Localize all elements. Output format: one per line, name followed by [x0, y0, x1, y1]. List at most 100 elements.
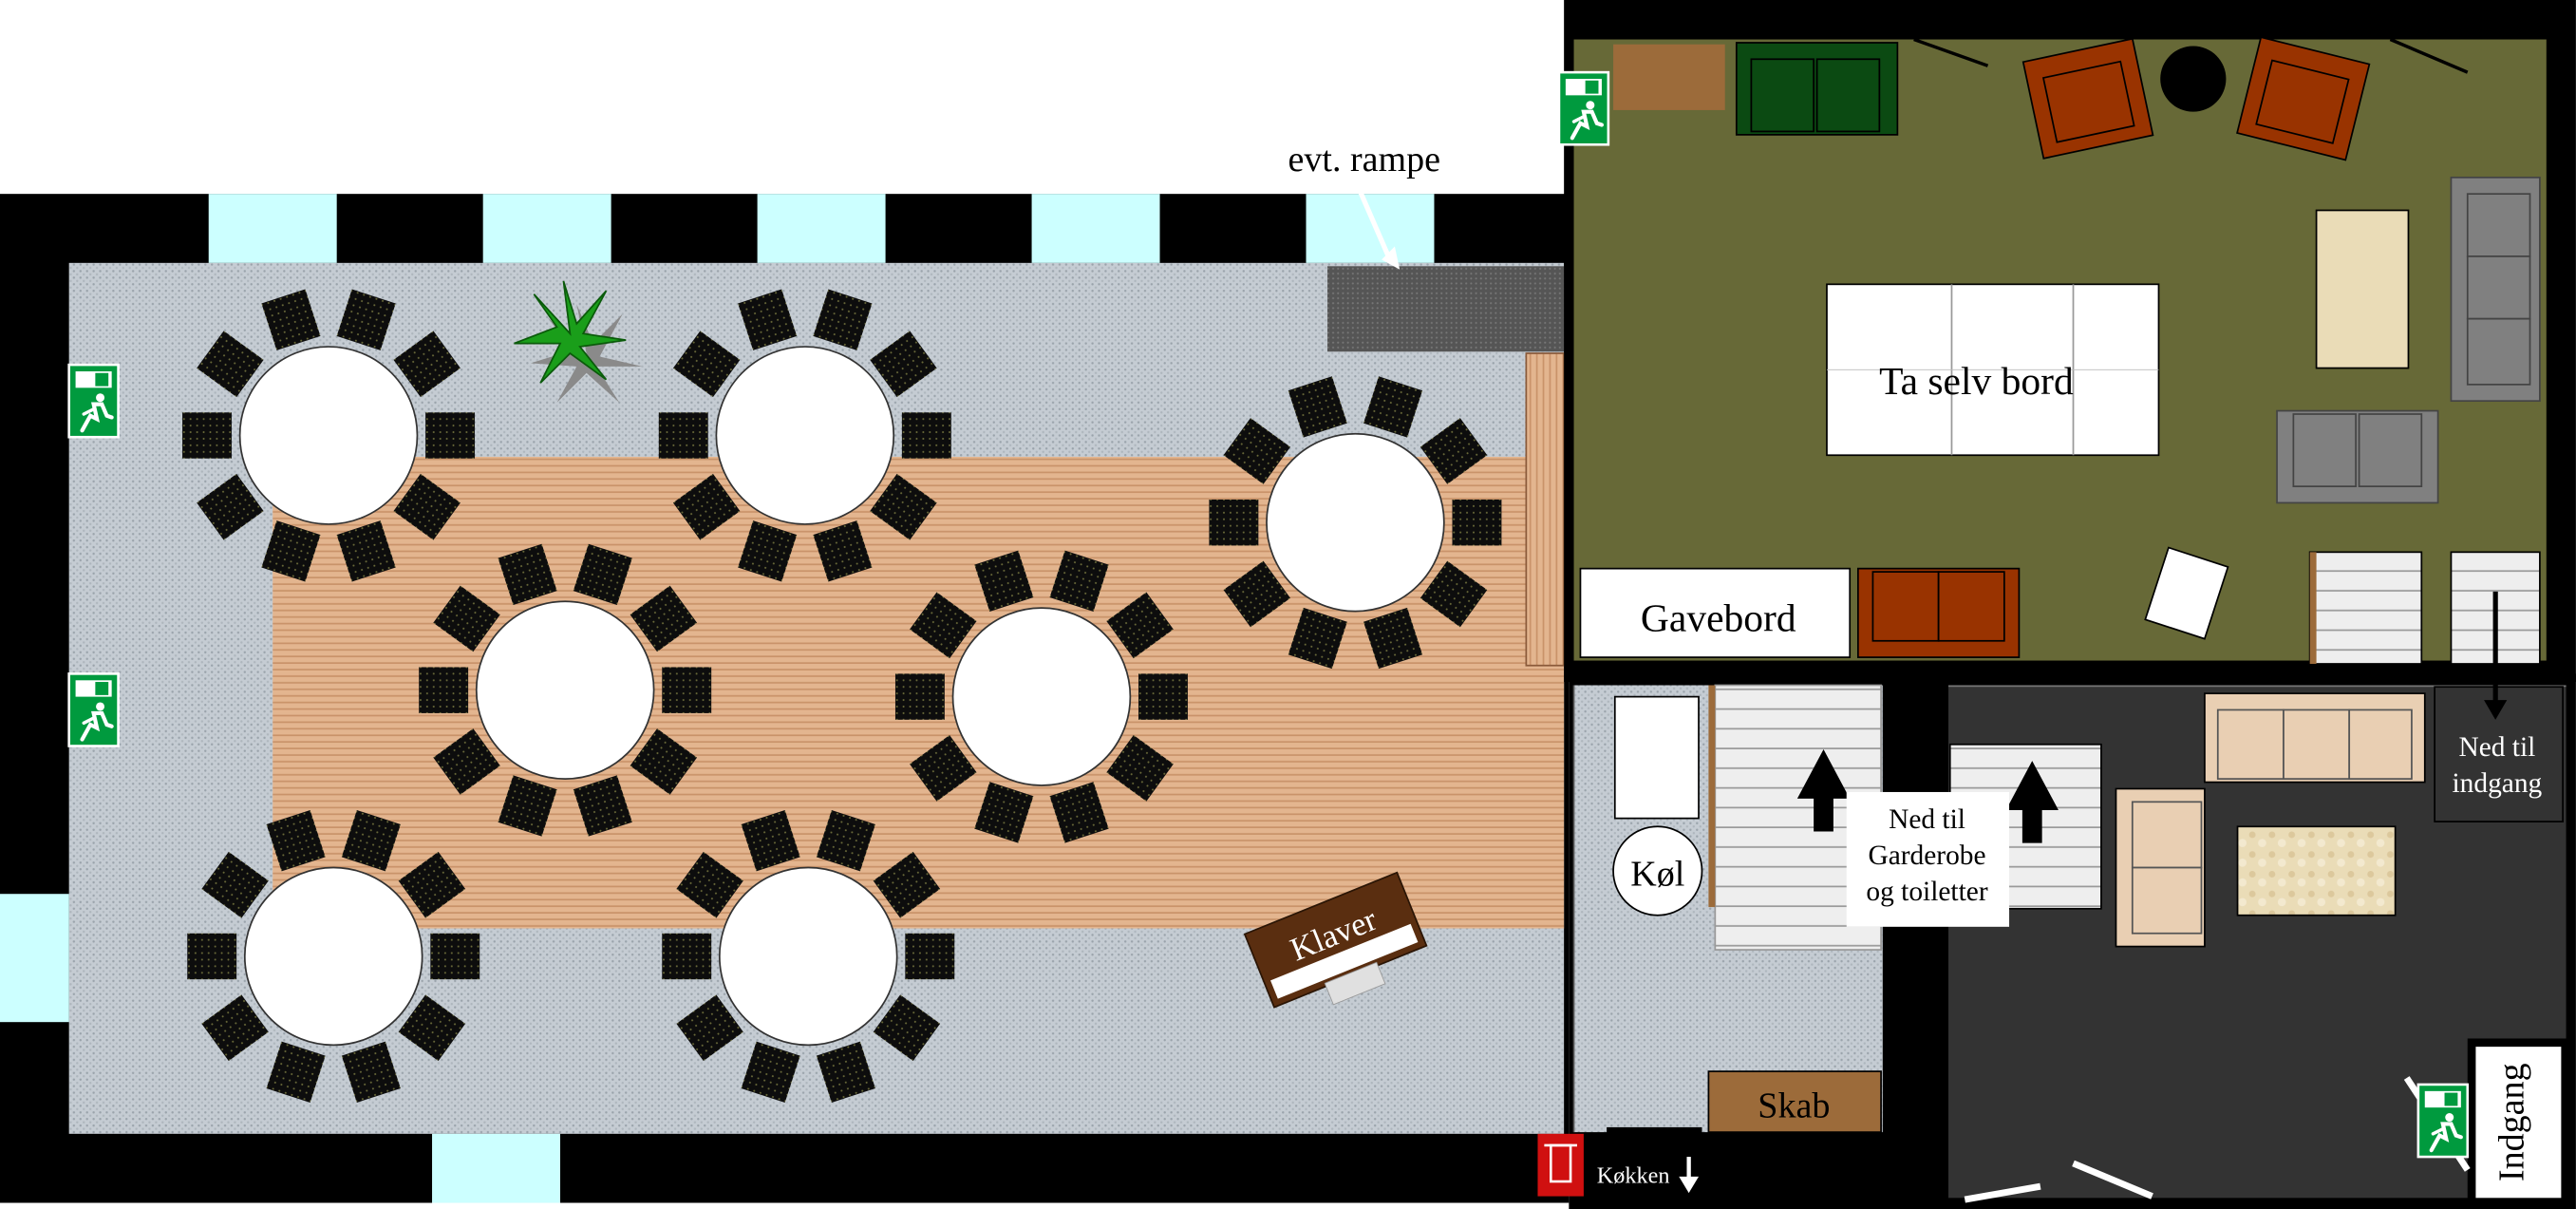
- armchair-left: [2021, 37, 2154, 160]
- round-tables: [182, 289, 1502, 1103]
- chair: [398, 994, 466, 1062]
- entrance-down-sign: Ned til indgang: [2434, 591, 2564, 822]
- corridor: Køl Skab: [1569, 673, 1947, 1209]
- chair: [573, 543, 632, 606]
- chair: [910, 592, 977, 659]
- chair: [813, 520, 873, 582]
- table-top: [1266, 432, 1445, 613]
- chair: [1209, 499, 1259, 546]
- chair: [1452, 499, 1502, 546]
- fire-extinguisher-icon: [1537, 1133, 1584, 1197]
- chair: [630, 728, 698, 795]
- chair: [187, 933, 237, 980]
- chair: [1363, 376, 1423, 438]
- arrow-icon: [2484, 700, 2508, 720]
- chair: [1420, 560, 1488, 628]
- chair: [261, 289, 321, 350]
- chair: [658, 412, 708, 459]
- chair: [676, 851, 743, 918]
- chair: [197, 331, 264, 398]
- chair: [816, 810, 875, 872]
- entrance-label: Indgang: [2492, 1063, 2532, 1181]
- chair: [672, 331, 741, 398]
- chair: [873, 851, 941, 918]
- chair: [336, 520, 396, 582]
- chair: [894, 673, 945, 720]
- chair: [1420, 418, 1488, 484]
- chair: [182, 412, 232, 459]
- table-top: [718, 866, 898, 1047]
- chair: [433, 728, 500, 795]
- arrow-icon: [1679, 1157, 1700, 1194]
- lounge: Ta selv bord Gavebord: [1564, 0, 2576, 683]
- chair: [1288, 376, 1347, 438]
- chair: [1288, 607, 1347, 670]
- cloak-label-line1: Ned til: [1889, 804, 1965, 835]
- chair: [433, 585, 500, 652]
- arrow-icon: [1796, 748, 1851, 832]
- entrance-down-label-line1: Ned til: [2458, 732, 2535, 763]
- chair: [741, 810, 800, 872]
- emergency-exit-icon: [1557, 70, 1610, 146]
- chair: [974, 550, 1034, 612]
- chair: [393, 331, 461, 398]
- chair: [1049, 550, 1109, 612]
- table-top: [475, 600, 655, 780]
- chair: [197, 473, 264, 540]
- ramp-label: evt. rampe: [1288, 140, 1440, 179]
- chair: [341, 1041, 401, 1103]
- piano: Klaver: [1243, 871, 1428, 1009]
- entrance-down-label-line2: indgang: [2453, 768, 2543, 799]
- gift-table-label: Gavebord: [1641, 595, 1796, 639]
- windows: [0, 194, 1435, 1203]
- chair: [910, 735, 977, 802]
- cloak-label-line2: Garderobe: [1868, 841, 1985, 871]
- chair: [738, 289, 798, 350]
- brick-sofa: [1856, 567, 2021, 658]
- stairs-lounge-left: [2308, 551, 2423, 665]
- chair: [630, 585, 698, 652]
- grey-sofa-horizontal: [2276, 409, 2439, 504]
- armchair-right: [2236, 36, 2371, 161]
- chair: [430, 933, 480, 980]
- chair: [425, 412, 476, 459]
- cabinet: Skab: [1707, 1070, 1882, 1133]
- ramp: evt. rampe: [1288, 140, 1565, 352]
- entrance-sign: Indgang: [2467, 1038, 2570, 1206]
- coffee-table: [2315, 209, 2410, 369]
- chair: [1223, 418, 1291, 484]
- chair: [498, 543, 557, 606]
- table-top: [238, 346, 419, 525]
- buffet-label: Ta selv bord: [1879, 359, 2074, 403]
- round-table: [1209, 376, 1502, 670]
- chair: [672, 473, 741, 540]
- chair: [738, 520, 798, 582]
- chair: [336, 289, 396, 350]
- plant-icon: [514, 280, 643, 403]
- side-table: [2160, 46, 2227, 112]
- gift-table: Gavebord: [1579, 567, 1852, 658]
- round-table: [182, 289, 476, 582]
- table-top: [951, 607, 1132, 786]
- chair: [1049, 782, 1109, 843]
- chair: [1106, 735, 1174, 802]
- cloak-label-line3: og toiletter: [1866, 877, 1987, 907]
- cabinet-label: Skab: [1758, 1086, 1830, 1126]
- round-table: [419, 543, 712, 837]
- chair: [870, 331, 937, 398]
- chair: [1223, 560, 1291, 628]
- chair: [341, 810, 401, 872]
- grey-sofa-vertical: [2450, 176, 2541, 403]
- chair: [676, 994, 743, 1062]
- emergency-exit-icon: [67, 363, 120, 439]
- cooler: Køl: [1612, 825, 1703, 916]
- arrow-icon: [2005, 761, 2059, 843]
- emergency-exit-icon: [67, 672, 120, 747]
- chair: [662, 667, 712, 713]
- round-table: [662, 810, 955, 1103]
- kitchen-label: Køkken: [1597, 1163, 1670, 1189]
- chair: [498, 775, 557, 837]
- chair: [1106, 592, 1174, 659]
- chair: [1363, 607, 1423, 670]
